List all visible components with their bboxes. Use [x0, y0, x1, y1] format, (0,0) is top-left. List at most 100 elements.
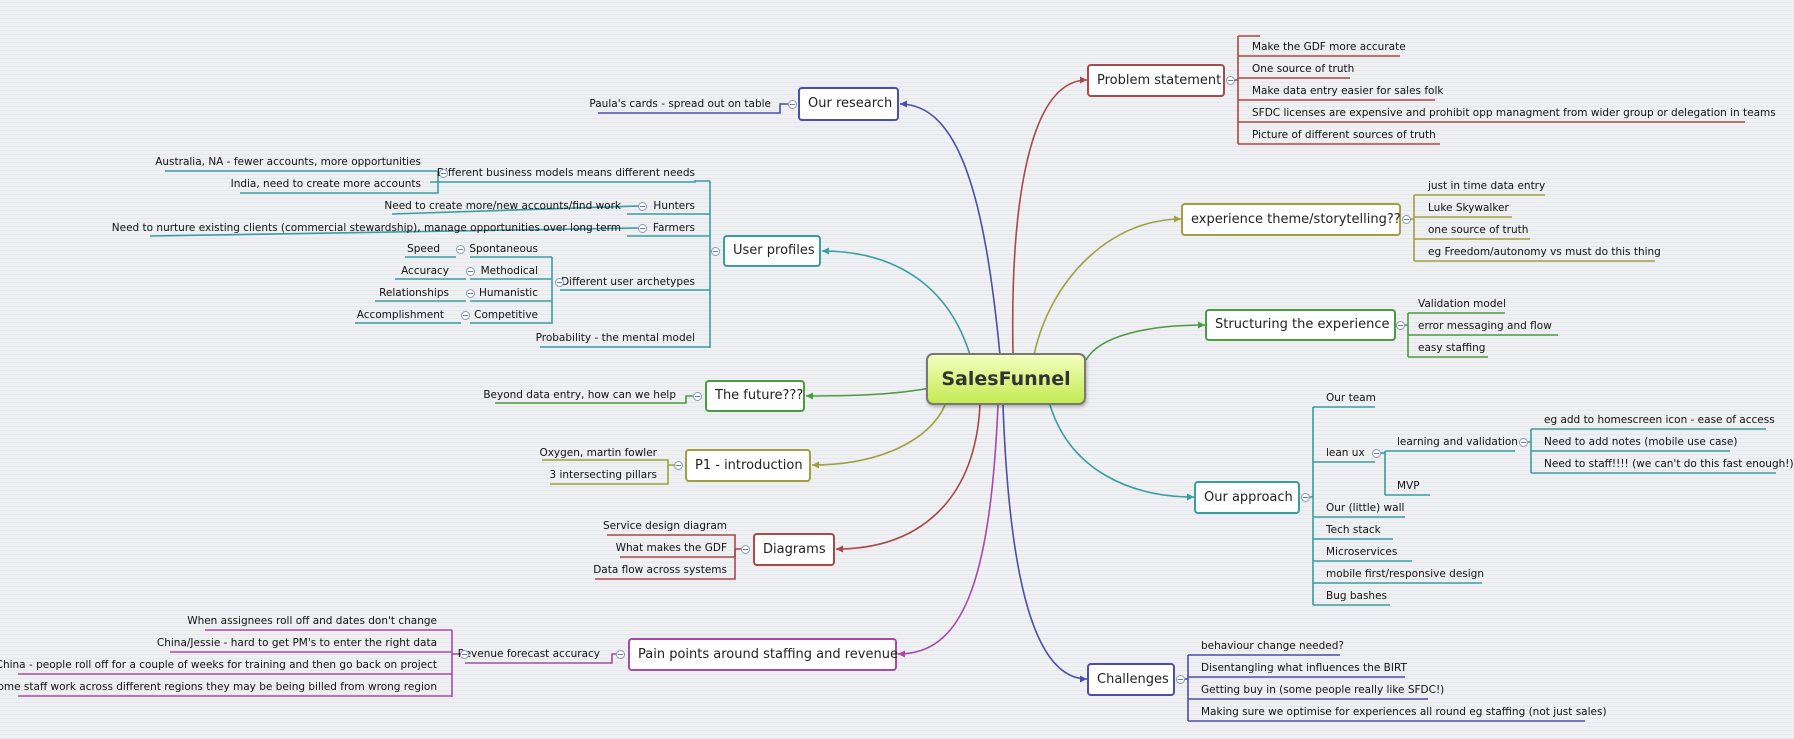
collapse-toggle[interactable]: [466, 267, 475, 276]
topic-structuring-experience[interactable]: Structuring the experience: [1205, 309, 1396, 341]
structuring-item-staffing: easy staffing: [1418, 342, 1486, 354]
topic-the-future[interactable]: The future???: [705, 380, 805, 412]
structuring-item-error: error messaging and flow: [1418, 320, 1552, 332]
structuring-item-validation: Validation model: [1418, 298, 1506, 310]
central-topic[interactable]: SalesFunnel: [926, 353, 1086, 405]
topic-experience-theme[interactable]: experience theme/storytelling??: [1181, 203, 1401, 236]
branch-our-approach: [1049, 404, 1195, 498]
business-leaf-line: [430, 180, 710, 183]
problem-item-picture: Picture of different sources of truth: [1252, 129, 1436, 141]
archetype-methodical: Methodical: [480, 265, 538, 277]
collapse-toggle[interactable]: [439, 169, 448, 178]
branch-the-future: [805, 385, 941, 397]
archetype-accuracy: Accuracy: [401, 265, 449, 277]
diagrams-item-dataflow: Data flow across systems: [593, 564, 727, 576]
archetype-accomplishment: Accomplishment: [356, 309, 444, 321]
collapse-toggle[interactable]: [1402, 215, 1411, 224]
branch-our-research: [899, 103, 1001, 356]
topic-user-profiles[interactable]: User profiles: [723, 235, 821, 267]
collapse-toggle[interactable]: [638, 224, 647, 233]
business-item-australia: Australia, NA - fewer accounts, more opp…: [155, 156, 421, 168]
future-item: Beyond data entry, how can we help: [483, 389, 676, 401]
collapse-toggle[interactable]: [674, 461, 683, 470]
learning-item-homescreen: eg add to homescreen icon - ease of acce…: [1544, 414, 1775, 426]
branch-p1-introduction: [811, 404, 946, 466]
p1-item-pillars: 3 intersecting pillars: [549, 469, 657, 481]
challenges-item-birt: Disentangling what influences the BIRT: [1201, 662, 1407, 674]
arrow-head: [898, 650, 905, 658]
arrow-head: [1080, 675, 1087, 683]
learning-item-notes: Need to add notes (mobile use case): [1544, 436, 1738, 448]
diagrams-item-gdf: What makes the GDF: [615, 542, 727, 554]
learning-item-staff: Need to staff!!!! (we can't do this fast…: [1544, 458, 1794, 470]
pain-revenue-forecast: Revenue forecast accuracy: [457, 648, 600, 660]
collapse-toggle[interactable]: [741, 545, 750, 554]
branch-problem-statement: [1011, 79, 1088, 356]
collapse-toggle[interactable]: [638, 202, 647, 211]
problem-item-gdf: Make the GDF more accurate: [1252, 41, 1406, 53]
research-leaf-line: [598, 103, 788, 114]
archetype-relationships: Relationships: [379, 287, 449, 299]
collapse-toggle[interactable]: [1519, 438, 1528, 447]
collapse-toggle[interactable]: [616, 650, 625, 659]
profiles-archetypes: Different user archetypes: [561, 276, 695, 288]
approach-tech-stack: Tech stack: [1326, 524, 1381, 536]
arrow-head: [1198, 321, 1205, 329]
topic-diagrams[interactable]: Diagrams: [753, 533, 835, 566]
experience-item-jit: just in time data entry: [1428, 180, 1546, 192]
challenges-item-behaviour: behaviour change needed?: [1201, 640, 1344, 652]
arrow-head: [806, 392, 813, 400]
branch-diagrams: [835, 404, 981, 550]
collapse-toggle[interactable]: [1301, 493, 1310, 502]
topic-p1-introduction[interactable]: P1 - introduction: [685, 449, 811, 482]
collapse-toggle[interactable]: [1226, 76, 1235, 85]
collapse-toggle[interactable]: [466, 289, 475, 298]
business-item-india: India, need to create more accounts: [230, 178, 421, 190]
topic-our-approach[interactable]: Our approach: [1194, 481, 1300, 514]
pain-item-china-rolloff: China - people roll off for a couple of …: [0, 659, 437, 671]
branch-challenges: [1002, 404, 1088, 680]
branch-user-profiles: [821, 250, 971, 356]
topic-challenges[interactable]: Challenges: [1087, 663, 1175, 696]
collapse-toggle[interactable]: [456, 245, 465, 254]
arrow-head: [1187, 493, 1194, 501]
approach-mobile-first: mobile first/responsive design: [1326, 568, 1484, 580]
topic-problem-statement[interactable]: Problem statement: [1087, 64, 1225, 97]
arrow-head: [900, 100, 907, 108]
collapse-toggle[interactable]: [693, 392, 702, 401]
challenges-item-optimise: Making sure we optimise for experiences …: [1201, 706, 1607, 718]
approach-our-team: Our team: [1326, 392, 1376, 404]
collapse-toggle[interactable]: [1396, 321, 1405, 330]
archetype-competitive: Competitive: [474, 309, 538, 321]
collapse-toggle[interactable]: [555, 278, 564, 287]
hunters-item: Need to create more/new accounts/find wo…: [384, 200, 621, 212]
p1-item-oxygen: Oxygen, martin fowler: [539, 447, 657, 459]
profiles-farmers: Farmers: [652, 222, 695, 234]
pain-sub-line: [465, 653, 616, 664]
collapse-toggle[interactable]: [1372, 449, 1381, 458]
p1-leaf-line: [542, 459, 674, 466]
archetype-humanistic: Humanistic: [478, 287, 538, 299]
business-child-line: [240, 171, 439, 194]
collapse-toggle[interactable]: [460, 650, 469, 659]
archetype-spontaneous: Spontaneous: [469, 243, 538, 255]
challenges-item-buy-in: Getting buy in (some people really like …: [1201, 684, 1445, 696]
future-leaf-line: [495, 395, 693, 404]
topic-our-research[interactable]: Our research: [798, 87, 899, 121]
research-item: Paula's cards - spread out on table: [589, 98, 771, 110]
collapse-toggle[interactable]: [788, 100, 797, 109]
collapse-toggle[interactable]: [1176, 675, 1185, 684]
approach-lean-ux: lean ux: [1326, 447, 1365, 459]
arrow-head: [836, 545, 843, 553]
diagrams-item-service: Service design diagram: [603, 520, 727, 532]
approach-microservices: Microservices: [1326, 546, 1398, 558]
arrow-head: [822, 247, 829, 255]
collapse-toggle[interactable]: [711, 247, 720, 256]
approach-mvp: MVP: [1397, 480, 1420, 492]
topic-pain-points[interactable]: Pain points around staffing and revenue: [628, 638, 898, 671]
diagrams-leaf-line: [607, 534, 741, 550]
farmers-item: Need to nurture existing clients (commer…: [111, 222, 621, 234]
experience-item-luke: Luke Skywalker: [1428, 202, 1509, 214]
collapse-toggle[interactable]: [461, 311, 470, 320]
